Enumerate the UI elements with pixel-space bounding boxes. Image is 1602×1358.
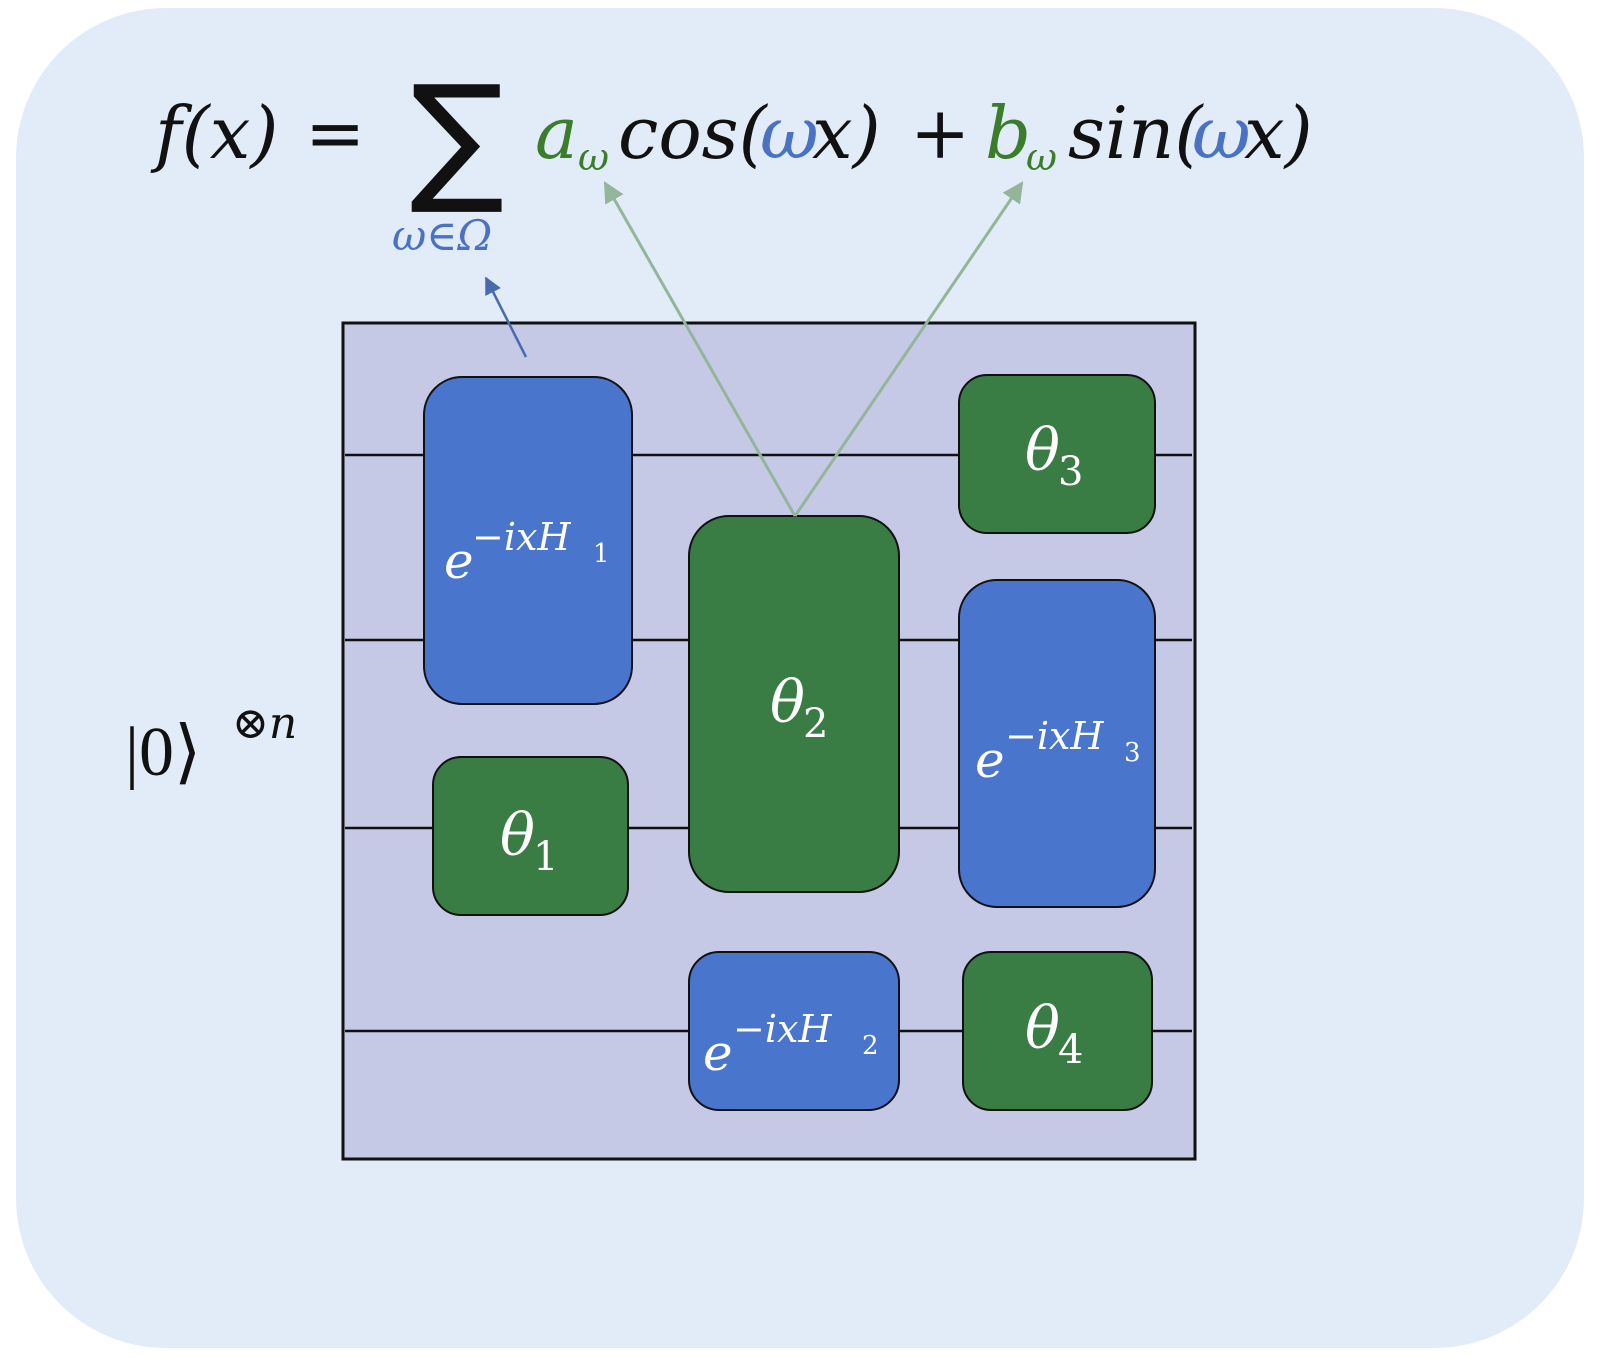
svg-text:θ 4: θ 4 [1025, 994, 1083, 1073]
formula-equals: = [305, 91, 365, 175]
encoding-gate-3: e −ixH 3 [958, 579, 1156, 908]
trainable-gate-theta1: θ 1 [432, 756, 629, 916]
coef-a: a [535, 91, 578, 175]
fourier-formula: f(x) = ∑ ω∈Ω a ω cos( ω x) + b ω sin( ω … [150, 56, 1313, 260]
omega-2: ω [1192, 91, 1251, 175]
coefficient-arrows [484, 181, 1024, 517]
svg-text:e −ixH 1: e −ixH 1 [444, 504, 610, 590]
encoding-gate-1: e −ixH 1 [423, 376, 633, 705]
input-state-label: |0⟩ ⊗n [125, 698, 297, 791]
sin-fn: sin( [1068, 91, 1204, 175]
svg-text:θ 3: θ 3 [1025, 416, 1083, 495]
x-close-2: x) [1244, 91, 1313, 175]
svg-text:θ 2: θ 2 [770, 668, 828, 747]
trainable-gate-theta3: θ 3 [958, 374, 1156, 534]
formula-terms: a ω cos( ω x) + b ω sin( ω x) [535, 91, 1313, 187]
plus-sign: + [910, 91, 970, 175]
coef-b: b [985, 91, 1031, 175]
svg-text:e −ixH 3: e −ixH 3 [975, 703, 1141, 789]
svg-text:e −ixH 2: e −ixH 2 [703, 996, 879, 1082]
cos-fn: cos( [618, 91, 769, 175]
omega-1: ω [760, 91, 819, 175]
x-close-1: x) [812, 91, 881, 175]
trainable-gate-theta2: θ 2 [688, 515, 900, 893]
ket-zero: |0⟩ [125, 714, 201, 791]
sum-symbol: ∑ [410, 56, 504, 219]
arrow-to-a-omega [603, 181, 797, 517]
encoding-gate-2: e −ixH 2 [688, 951, 900, 1111]
sum-index: ω∈Ω [392, 211, 492, 260]
trainable-gate-theta4: θ 4 [962, 951, 1153, 1111]
coef-b-sub: ω [1026, 135, 1057, 179]
arrow-to-spectrum [484, 276, 528, 358]
coef-a-sub: ω [578, 135, 609, 179]
svg-text:θ 1: θ 1 [500, 801, 558, 880]
tensor-power: ⊗n [232, 698, 297, 749]
arrow-to-b-omega [793, 181, 1024, 517]
formula-lhs: f(x) [150, 91, 278, 175]
